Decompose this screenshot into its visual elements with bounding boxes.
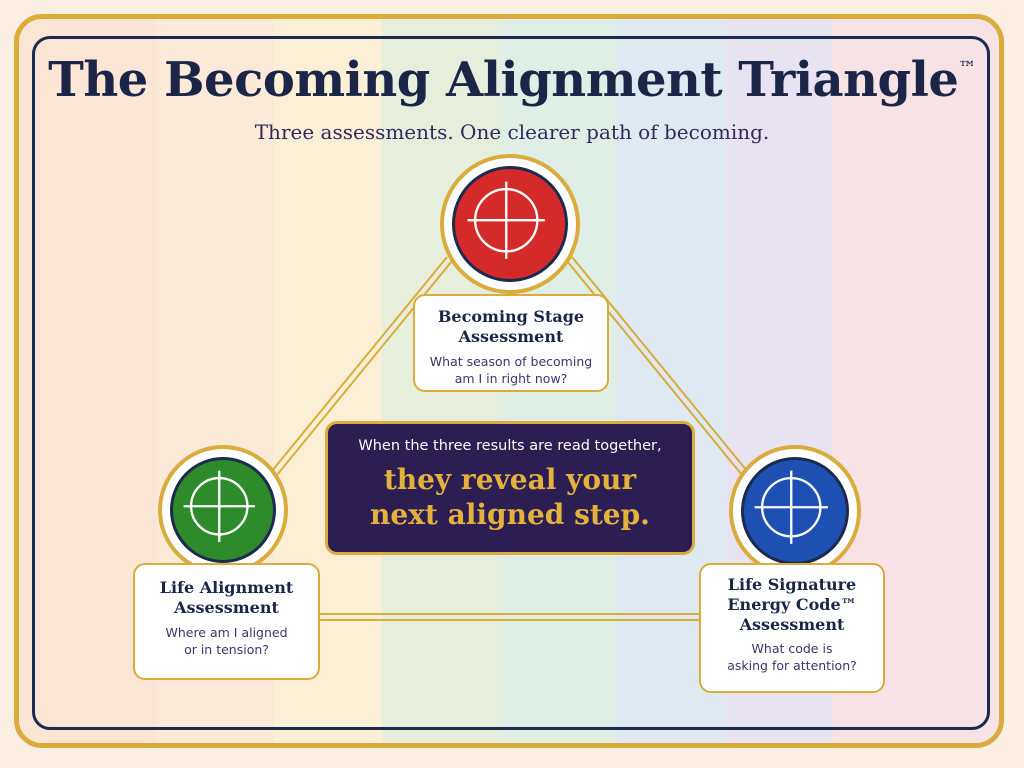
center-emphasis-text: they reveal your next aligned step. xyxy=(370,463,650,531)
becoming-stage-card: Becoming Stage Assessment What season of… xyxy=(413,294,609,392)
life-alignment-card: Life Alignment Assessment Where am I ali… xyxy=(133,563,320,680)
page-subtitle: Three assessments. One clearer path of b… xyxy=(254,120,770,144)
center-message-box: When the three results are read together… xyxy=(325,421,695,555)
life-alignment-disc xyxy=(170,457,276,563)
crosshair-icon xyxy=(183,470,255,542)
crosshair-icon xyxy=(467,181,545,259)
page-title: The Becoming Alignment Triangle™ xyxy=(0,52,1024,108)
inner-frame xyxy=(32,36,990,730)
becoming-stage-question: What season of becoming am I in right no… xyxy=(429,354,593,386)
connector-top-left xyxy=(266,256,448,478)
life-signature-disc xyxy=(741,457,849,565)
life-signature-question: What code is asking for attention? xyxy=(727,641,857,673)
becoming-stage-title: Becoming Stage Assessment xyxy=(437,307,585,346)
life-alignment-question: Where am I aligned or in tension? xyxy=(165,625,288,657)
life-alignment-title: Life Alignment Assessment xyxy=(159,578,294,617)
becoming-stage-node xyxy=(440,154,580,294)
crosshair-icon xyxy=(754,470,828,544)
trademark-mark: ™ xyxy=(958,58,976,79)
title-text: The Becoming Alignment Triangle xyxy=(48,52,959,108)
connector-top-right xyxy=(571,256,748,472)
life-signature-card: Life Signature Energy Code™ Assessment W… xyxy=(699,563,885,693)
becoming-stage-disc xyxy=(452,166,568,282)
life-signature-title: Life Signature Energy Code™ Assessment xyxy=(727,575,857,634)
life-signature-node xyxy=(729,445,861,577)
life-alignment-node xyxy=(158,445,288,575)
center-lead-text: When the three results are read together… xyxy=(358,438,662,454)
